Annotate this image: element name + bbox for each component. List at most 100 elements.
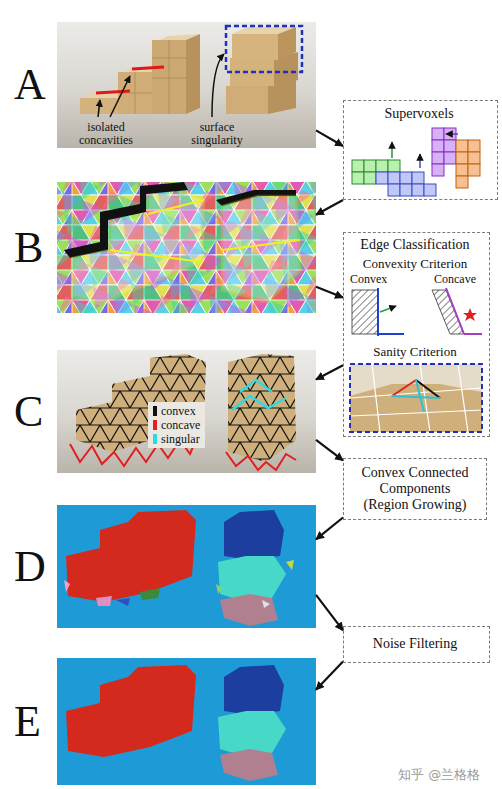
drawn-rect — [412, 184, 424, 196]
drawn-polyline — [226, 452, 296, 470]
drawn-g — [376, 172, 436, 196]
drawn-rect — [226, 26, 302, 72]
drawn-rect — [432, 152, 444, 164]
drawn-rect — [57, 505, 316, 628]
legend-swatch — [153, 406, 157, 416]
drawn-rect — [350, 364, 482, 432]
figure-panel: E — [6, 658, 316, 785]
drawn-rect — [388, 172, 400, 184]
drawn-line — [446, 288, 464, 334]
drawn-g — [432, 128, 456, 176]
panel-letter: D — [14, 545, 46, 589]
drawn-polygon — [286, 560, 294, 570]
flow-arrow — [316, 518, 343, 540]
drawn-rect — [444, 152, 456, 164]
drawn-line — [419, 154, 421, 168]
drawn-rect — [456, 152, 468, 164]
drawn-rect — [456, 164, 468, 176]
drawn-line — [132, 67, 164, 69]
edge-graph-c — [57, 350, 316, 473]
figure-panel: B — [6, 182, 316, 313]
legend-text: convex — [161, 404, 196, 418]
drawn-g — [66, 665, 286, 781]
drawn-rect — [456, 140, 468, 152]
legend-row: concave — [153, 418, 200, 432]
segmentation-e — [57, 658, 316, 785]
drawn-rect — [57, 350, 316, 473]
drawn-line — [377, 288, 379, 336]
drawn-rect — [364, 172, 376, 184]
drawn-polygon — [278, 27, 296, 60]
drawn-rect — [432, 128, 444, 140]
drawn-line — [464, 333, 482, 335]
drawn-rect — [376, 172, 388, 184]
legend-text: concave — [161, 418, 200, 432]
callout-text: isolated concavities — [70, 121, 142, 146]
legend-text: singular — [161, 432, 200, 446]
drawn-path — [463, 308, 477, 321]
drawn-rect — [57, 182, 316, 313]
drawn-polygon — [72, 192, 204, 304]
drawn-rect — [364, 160, 376, 172]
drawn-rect — [388, 184, 400, 196]
drawn-line — [392, 380, 416, 396]
flow-arrow — [316, 130, 343, 146]
watermark: 知乎 @兰格格 — [398, 766, 480, 784]
drawn-rect — [412, 172, 424, 184]
drawn-rect — [432, 140, 444, 152]
drawn-path — [212, 54, 224, 117]
drawn-line — [446, 133, 458, 135]
drawn-polyline — [70, 430, 200, 466]
drawn-rect — [388, 160, 400, 172]
box-title: Noise Filtering — [344, 636, 486, 652]
drawn-rect — [352, 290, 378, 334]
drawn-polygon — [66, 510, 196, 602]
flow-arrow — [316, 662, 343, 690]
flow-arrow — [316, 595, 343, 631]
drawn-polygon — [220, 594, 278, 626]
drawn-rect — [468, 164, 480, 176]
drawn-polygon — [220, 749, 278, 781]
drawn-rect — [468, 152, 480, 164]
drawn-rect — [468, 140, 480, 152]
flow-arrow — [316, 200, 343, 215]
drawn-path — [110, 200, 300, 262]
process-box: Noise Filtering — [343, 626, 490, 663]
drawn-line — [391, 142, 393, 158]
drawn-polygon — [140, 588, 160, 600]
drawn-line — [96, 91, 130, 93]
photo-a — [57, 22, 316, 148]
criterion-icons — [350, 288, 482, 432]
drawn-polygon — [186, 34, 200, 114]
box-title: Convex Connected Components (Region Grow… — [356, 465, 474, 513]
flow-arrow — [316, 287, 343, 298]
flow-arrow — [316, 365, 343, 379]
supervoxel-mosaic-b — [57, 182, 316, 313]
legend-row: singular — [153, 432, 200, 446]
process-box: Edge ClassificationConvexity CriterionCo… — [343, 232, 490, 437]
drawn-polygon — [64, 580, 70, 592]
drawn-line — [378, 333, 404, 335]
process-box: Supervoxels — [343, 100, 498, 200]
drawn-polygon — [96, 596, 112, 606]
drawn-polygon — [218, 556, 286, 600]
drawn-path — [350, 364, 482, 432]
drawn-line — [110, 76, 130, 117]
drawn-rect — [432, 164, 444, 176]
drawn-polygon — [432, 290, 464, 334]
drawn-rect — [352, 160, 364, 172]
icon-label: Concave — [434, 273, 476, 287]
drawn-line — [380, 306, 396, 312]
drawn-rect — [352, 172, 364, 184]
legend-row: convex — [153, 404, 200, 418]
legend: convexconcavesingular — [148, 402, 205, 448]
panel-letter: C — [14, 390, 43, 434]
drawn-polygon — [224, 510, 284, 560]
drawn-line — [98, 100, 100, 117]
legend-swatch — [153, 420, 157, 430]
section-title: Sanity Criterion — [344, 345, 486, 360]
panel-letter: B — [14, 226, 43, 270]
drawn-polygon — [224, 665, 284, 715]
drawn-polygon — [66, 665, 196, 757]
